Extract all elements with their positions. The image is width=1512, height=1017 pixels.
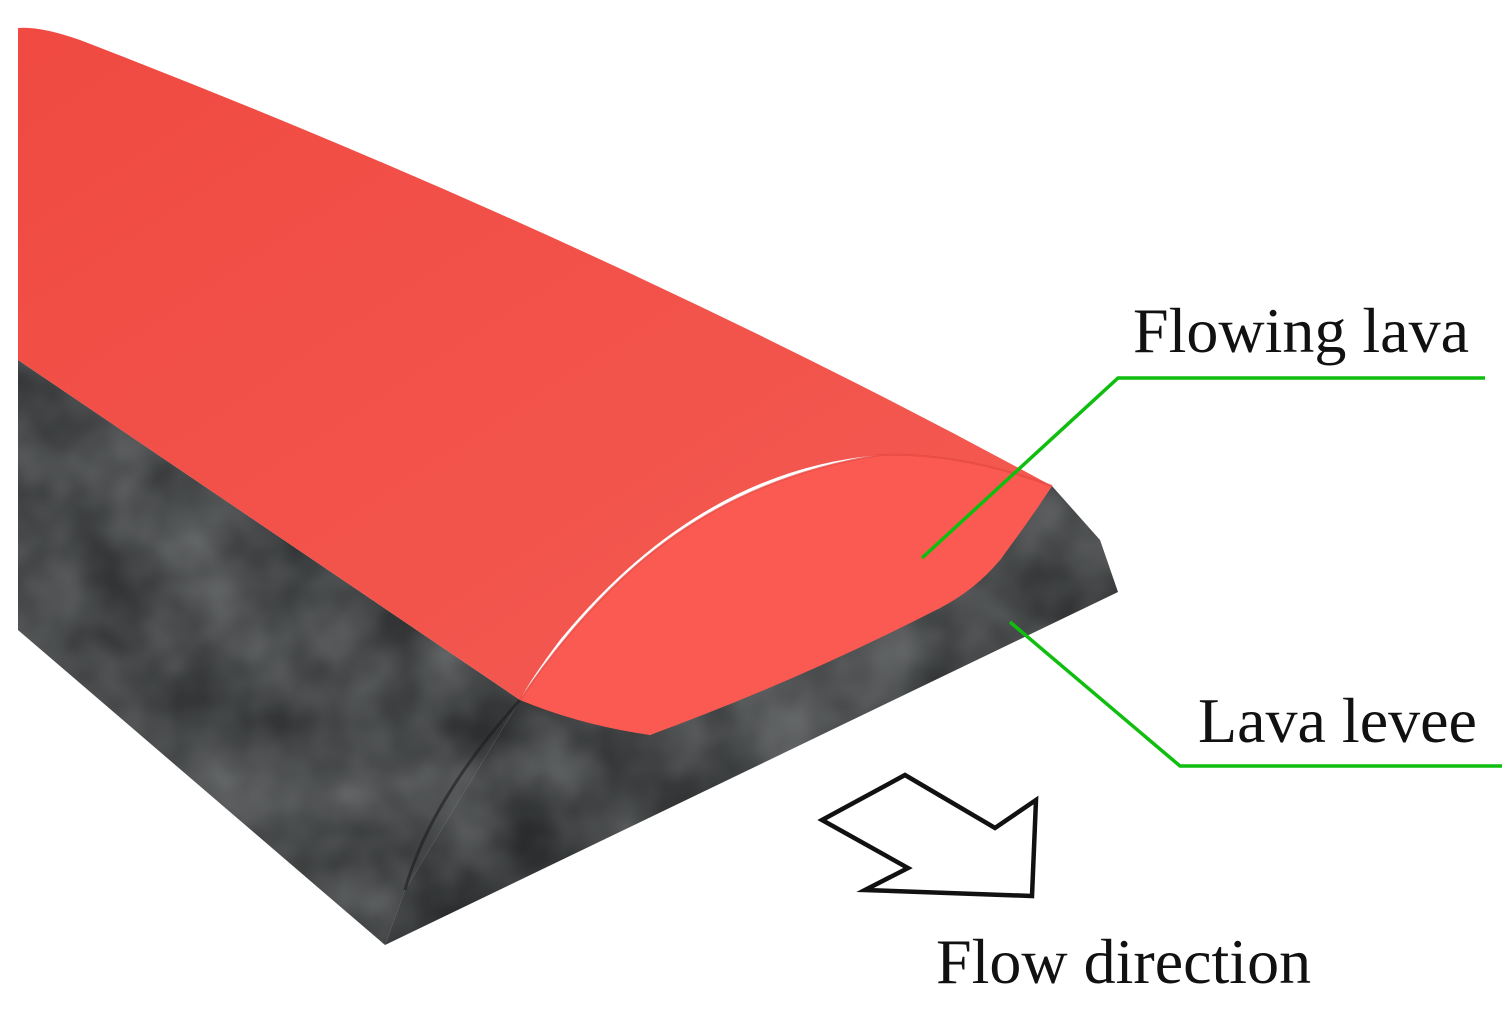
lava-front-face — [520, 454, 1052, 735]
flow-direction-label: Flow direction — [936, 926, 1311, 997]
lava-top-surface — [18, 27, 1052, 700]
flowing-lava-shape — [18, 27, 1053, 735]
lava-levee-leader-line — [1008, 620, 1502, 768]
lava-levee-label: Lava levee — [1198, 685, 1477, 756]
lava-front-edge — [519, 453, 1053, 701]
hollow-arrow-icon — [817, 772, 1039, 899]
flowing-lava-label: Flowing lava — [1133, 295, 1469, 366]
levee-edge — [403, 698, 522, 891]
flowing-lava-leader-line — [920, 376, 1485, 560]
